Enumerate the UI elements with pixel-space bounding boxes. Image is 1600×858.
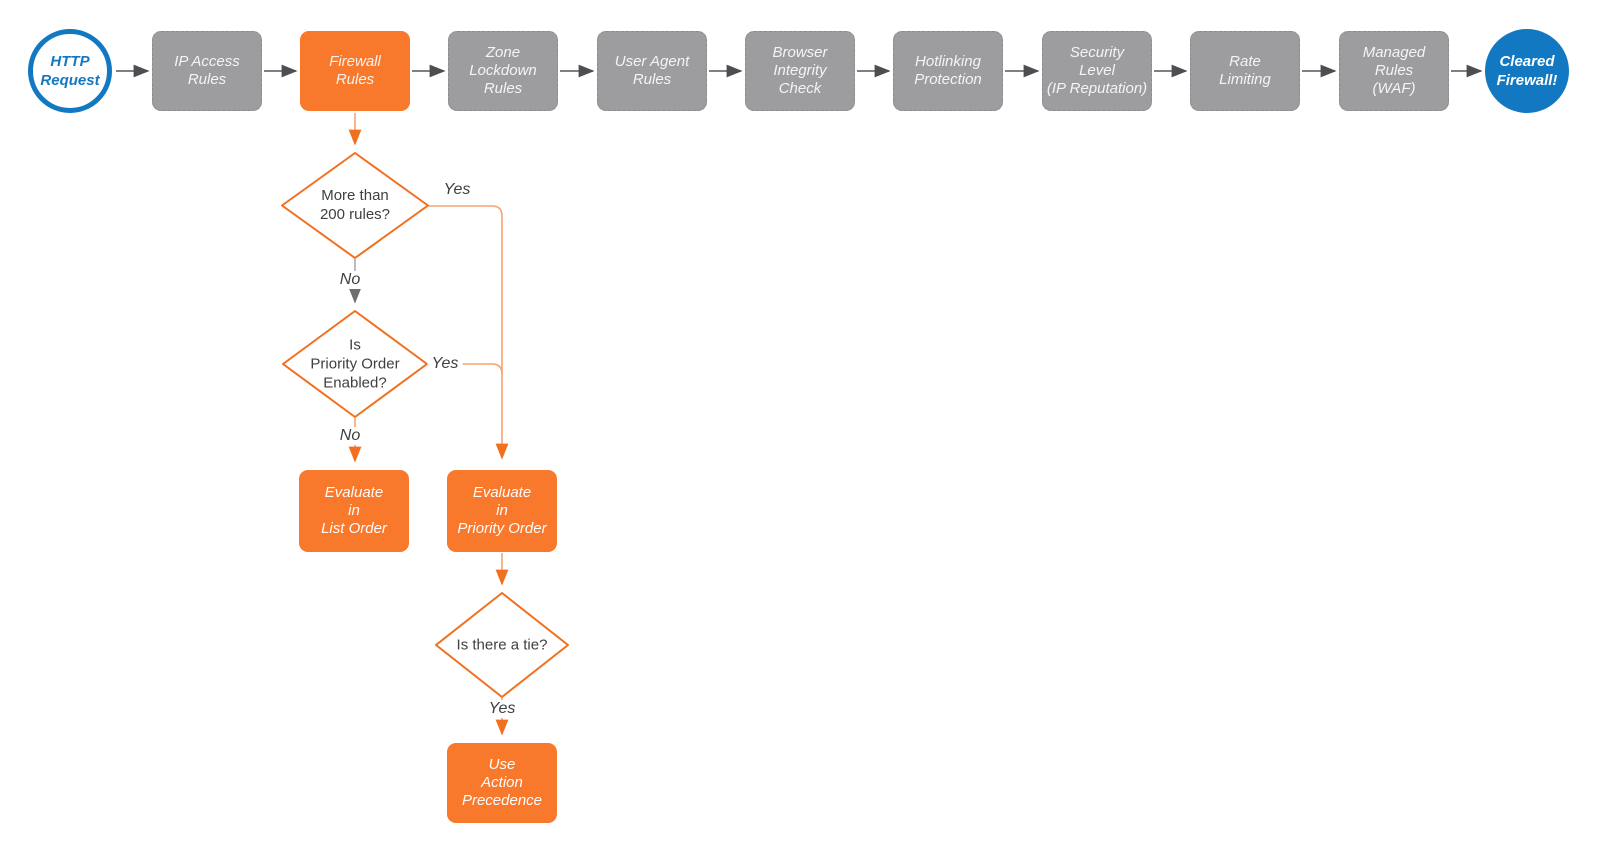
stage-rate-limiting: Rate Limiting [1190,31,1300,111]
stage-browser-integrity-check: Browser Integrity Check [745,31,855,111]
stage-label: User Agent Rules [614,53,690,88]
stage-label: Managed Rules (WAF) [1362,44,1426,97]
decision3-yes-label: Yes [484,700,520,718]
outcome-evaluate-in-priority-order: Evaluate in Priority Order [447,470,557,552]
decision2-yes-label: Yes [427,355,463,373]
decision1-no-label: No [335,271,365,289]
decision-is-there-a-tie [435,592,569,698]
outcome-label: Use Action Precedence [461,756,543,809]
stage-label: Hotlinking Protection [914,53,982,88]
outcome-label: Evaluate in Priority Order [457,484,547,537]
outcome-use-action-precedence: Use Action Precedence [447,743,557,823]
outcome-evaluate-in-list-order: Evaluate in List Order [299,470,409,552]
stage-user-agent-rules: User Agent Rules [597,31,707,111]
stage-label: Security Level (IP Reputation) [1046,44,1148,97]
stage-label: Firewall Rules [329,53,381,88]
decision1-yes-label: Yes [443,181,471,198]
decision2-no-label: No [335,427,365,445]
stage-ip-access-rules: IP Access Rules [152,31,262,111]
start-node-label: HTTP Request [40,53,100,89]
decision-priority-order-enabled [282,310,428,418]
start-node-http-request: HTTP Request [28,29,112,113]
outcome-label: Evaluate in List Order [321,484,387,537]
stage-zone-lockdown-rules: Zone Lockdown Rules [448,31,558,111]
stage-managed-rules-waf: Managed Rules (WAF) [1339,31,1449,111]
stage-firewall-rules: Firewall Rules [300,31,410,111]
stage-security-level: Security Level (IP Reputation) [1042,31,1152,111]
stage-label: Rate Limiting [1219,53,1271,88]
stage-hotlinking-protection: Hotlinking Protection [893,31,1003,111]
wire-decision1-yes [428,205,509,460]
end-node-label: Cleared Firewall! [1496,53,1558,89]
stage-label: Browser Integrity Check [772,44,828,97]
stage-label: IP Access Rules [174,53,240,88]
stage-label: Zone Lockdown Rules [469,44,537,97]
wire-decision2-yes [427,363,503,375]
decision-more-than-200-rules [281,152,429,259]
end-node-cleared-firewall: Cleared Firewall! [1485,29,1569,113]
